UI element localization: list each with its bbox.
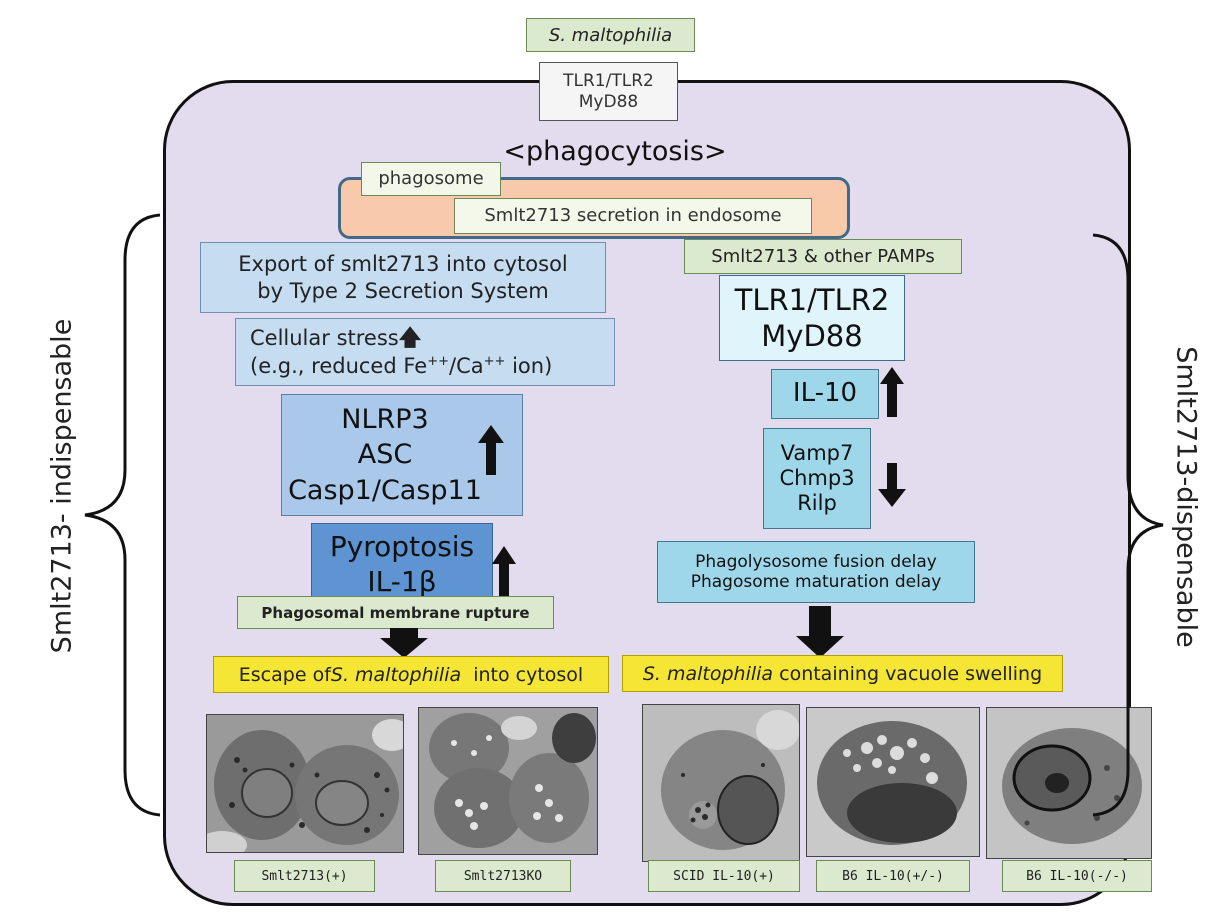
inflammasome-nlrp3: NLRP3 bbox=[341, 404, 429, 436]
inflammasome-asc: ASC bbox=[357, 439, 413, 471]
stress-fe-charge: ++ bbox=[427, 353, 449, 369]
stress-ion: ion) bbox=[505, 353, 553, 378]
export-line1: Export of smlt2713 into cytosol bbox=[238, 252, 568, 277]
delay-box: Phagolysosome fusion delay Phagosome mat… bbox=[657, 541, 975, 603]
caption-scid-il10: SCID IL-10(+) bbox=[648, 860, 800, 892]
surface-receptor-line1: TLR1/TLR2 bbox=[563, 71, 654, 92]
em-image-smlt2713-positive bbox=[206, 714, 404, 853]
surface-receptor-box: TLR1/TLR2 MyD88 bbox=[539, 62, 678, 121]
vamp-line2: Chmp3 bbox=[779, 465, 855, 490]
swelling-label: S. maltophilia containing vacuole swelli… bbox=[622, 655, 1063, 692]
right-brace bbox=[1092, 233, 1164, 817]
pyroptosis-line1: Pyroptosis bbox=[329, 530, 475, 563]
pamps-label: Smlt2713 & other PAMPs bbox=[684, 239, 962, 274]
vamp-line3: Rilp bbox=[797, 491, 837, 516]
secretion-label: Smlt2713 secretion in endosome bbox=[454, 198, 812, 234]
caption-b6-il10-ko: B6 IL-10(-/-) bbox=[1002, 860, 1152, 892]
pyroptosis-up-arrow-icon bbox=[492, 546, 516, 598]
export-box: Export of smlt2713 into cytosol by Type … bbox=[200, 242, 606, 313]
em-image-smlt2713-ko bbox=[418, 707, 598, 855]
escape-pre: Escape of bbox=[238, 663, 331, 686]
em-image-b6-il10-ko bbox=[986, 707, 1152, 859]
vamp-box: Vamp7 Chmp3 Rilp bbox=[763, 428, 871, 529]
stress-ca: /Ca bbox=[449, 353, 484, 378]
stress-text: Cellular stress bbox=[250, 326, 399, 351]
delay-line1: Phagolysosome fusion delay bbox=[695, 551, 937, 572]
stress-box: Cellular stress🡅 (e.g., reduced Fe++/Ca+… bbox=[235, 318, 615, 386]
bacteria-label: S. maltophilia bbox=[526, 18, 695, 52]
rupture-label: Phagosomal membrane rupture bbox=[237, 596, 554, 629]
phagocytosis-title: <phagocytosis> bbox=[503, 136, 727, 167]
inflammasome-up-arrow-icon bbox=[478, 425, 504, 475]
phagosome-label: phagosome bbox=[361, 162, 501, 196]
escape-post: into cytosol bbox=[461, 663, 584, 686]
il10-up-arrow-icon bbox=[880, 367, 904, 417]
tlr-line2: MyD88 bbox=[761, 319, 863, 353]
caption-smlt2713-ko: Smlt2713KO bbox=[435, 860, 571, 892]
escape-label: Escape of S. maltophilia into cytosol bbox=[213, 656, 609, 693]
pyroptosis-box: Pyroptosis IL-1β bbox=[311, 523, 493, 605]
surface-receptor-line2: MyD88 bbox=[578, 91, 639, 112]
stress-ca-charge: ++ bbox=[483, 353, 506, 369]
tlr-box: TLR1/TLR2 MyD88 bbox=[719, 275, 905, 361]
swelling-post: containing vacuole swelling bbox=[773, 662, 1043, 685]
stress-fe: (e.g., reduced Fe bbox=[250, 353, 428, 378]
swelling-down-arrow-icon bbox=[796, 606, 844, 658]
stress-line1: Cellular stress🡅 bbox=[250, 325, 421, 353]
em-image-b6-il10-het bbox=[806, 707, 980, 857]
em-image-scid-il10 bbox=[642, 704, 800, 862]
export-line2: by Type 2 Secretion System bbox=[257, 278, 549, 303]
stress-line2: (e.g., reduced Fe++/Ca++ ion) bbox=[250, 353, 552, 379]
tlr-line1: TLR1/TLR2 bbox=[734, 282, 890, 317]
escape-species: S. maltophilia bbox=[330, 663, 462, 686]
il10-box: IL-10 bbox=[771, 369, 879, 419]
vamp-line1: Vamp7 bbox=[780, 440, 854, 465]
vamp-down-arrow-icon bbox=[878, 463, 906, 507]
caption-b6-il10-het: B6 IL-10(+/-) bbox=[816, 860, 970, 892]
caption-smlt2713-positive: Smlt2713(+) bbox=[234, 860, 375, 892]
stress-up-arrow-icon: 🡅 bbox=[398, 326, 422, 352]
inflammasome-casp: Casp1/Casp11 bbox=[288, 474, 482, 506]
swelling-species: S. maltophilia bbox=[642, 662, 774, 685]
right-side-label: Smlt2713-dispensable bbox=[1170, 346, 1202, 648]
inflammasome-box: NLRP3 ASC Casp1/Casp11 bbox=[281, 394, 523, 516]
left-brace bbox=[84, 213, 161, 817]
left-side-label: Smlt2713- indispensable bbox=[46, 318, 78, 654]
delay-line2: Phagosome maturation delay bbox=[690, 572, 942, 592]
pyroptosis-line2: IL-1β bbox=[367, 565, 437, 598]
escape-down-arrow-icon bbox=[380, 628, 428, 658]
